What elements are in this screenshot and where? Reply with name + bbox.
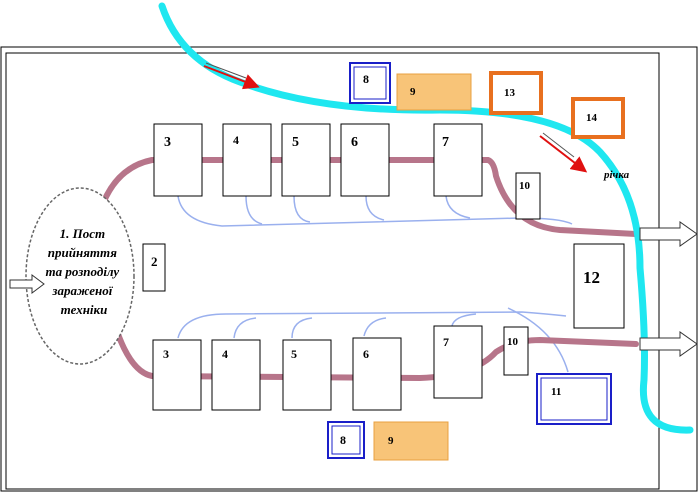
box-13 <box>489 71 543 115</box>
river-flow-arrow <box>539 135 588 173</box>
entry-arrow <box>9 274 45 294</box>
top-row: 3 4 5 6 7 <box>153 123 483 197</box>
bottom-box-4-label: 4 <box>222 347 228 361</box>
box-2-label: 2 <box>151 254 158 269</box>
bottom-box-6 <box>352 337 402 411</box>
top-box-6 <box>340 123 390 197</box>
site-inner-border <box>5 52 660 490</box>
top-box-6-label: 6 <box>351 135 358 150</box>
top-box-5-label: 5 <box>292 135 299 150</box>
box-8-top-inner <box>353 66 387 100</box>
box-8-bottom <box>327 421 365 459</box>
box-9-top <box>396 73 472 111</box>
top-box-7-label: 7 <box>442 135 449 150</box>
box-11-label: 11 <box>551 386 561 398</box>
box-10-top <box>515 172 541 220</box>
box-11 <box>536 373 612 425</box>
bottom-box-7-label: 7 <box>443 335 449 349</box>
river-flow-arrow-shadow <box>542 132 575 158</box>
top-box-4-label: 4 <box>233 133 239 147</box>
box-9-bottom-label: 9 <box>388 435 394 447</box>
top-box-5 <box>281 123 331 197</box>
bottom-box-5-label: 5 <box>291 347 297 361</box>
bottom-box-6-label: 6 <box>363 347 369 361</box>
link-lines <box>177 195 573 373</box>
box-8-bottom-label: 8 <box>340 433 346 447</box>
box-11-inner <box>540 377 608 421</box>
box-8-bottom-inner <box>331 425 361 455</box>
exit-arrow-top <box>639 221 698 247</box>
box-10-bottom <box>503 326 529 376</box>
box-14 <box>571 97 625 139</box>
box-12-label: 12 <box>583 268 600 287</box>
top-box-3 <box>153 123 203 197</box>
bottom-box-5 <box>282 339 332 411</box>
bottom-box-3 <box>152 339 202 411</box>
box-10-top-label: 10 <box>519 180 531 192</box>
river-flow-arrows <box>203 62 588 173</box>
site-outer-border <box>0 46 698 492</box>
reception-post-label: 1. Пост прийняття та розподілу зараженої… <box>46 226 123 317</box>
bottom-box-3-label: 3 <box>163 347 169 361</box>
box-13-label: 13 <box>504 87 516 99</box>
bottom-row: 3 4 5 6 7 <box>152 325 483 411</box>
exit-arrows <box>639 221 698 357</box>
box-10-bottom-label: 10 <box>507 336 519 348</box>
box-8-top <box>349 62 391 104</box>
river-flow-arrow-shadow <box>205 62 247 79</box>
box-12 <box>573 243 625 329</box>
box-8-top-label: 8 <box>363 72 369 86</box>
top-box-3-label: 3 <box>164 135 171 150</box>
top-box-4 <box>222 123 272 197</box>
box-9-bottom <box>373 421 449 461</box>
reception-post <box>25 187 135 365</box>
bottom-box-7 <box>433 325 483 399</box>
box-14-label: 14 <box>586 112 598 124</box>
river-flow-arrow <box>203 65 260 90</box>
river-label: річка <box>603 169 630 181</box>
top-box-7 <box>433 123 483 197</box>
exit-arrow-bottom <box>639 331 698 357</box>
box-2 <box>142 243 166 292</box>
box-9-top-label: 9 <box>410 86 416 98</box>
bottom-box-4 <box>211 339 261 411</box>
